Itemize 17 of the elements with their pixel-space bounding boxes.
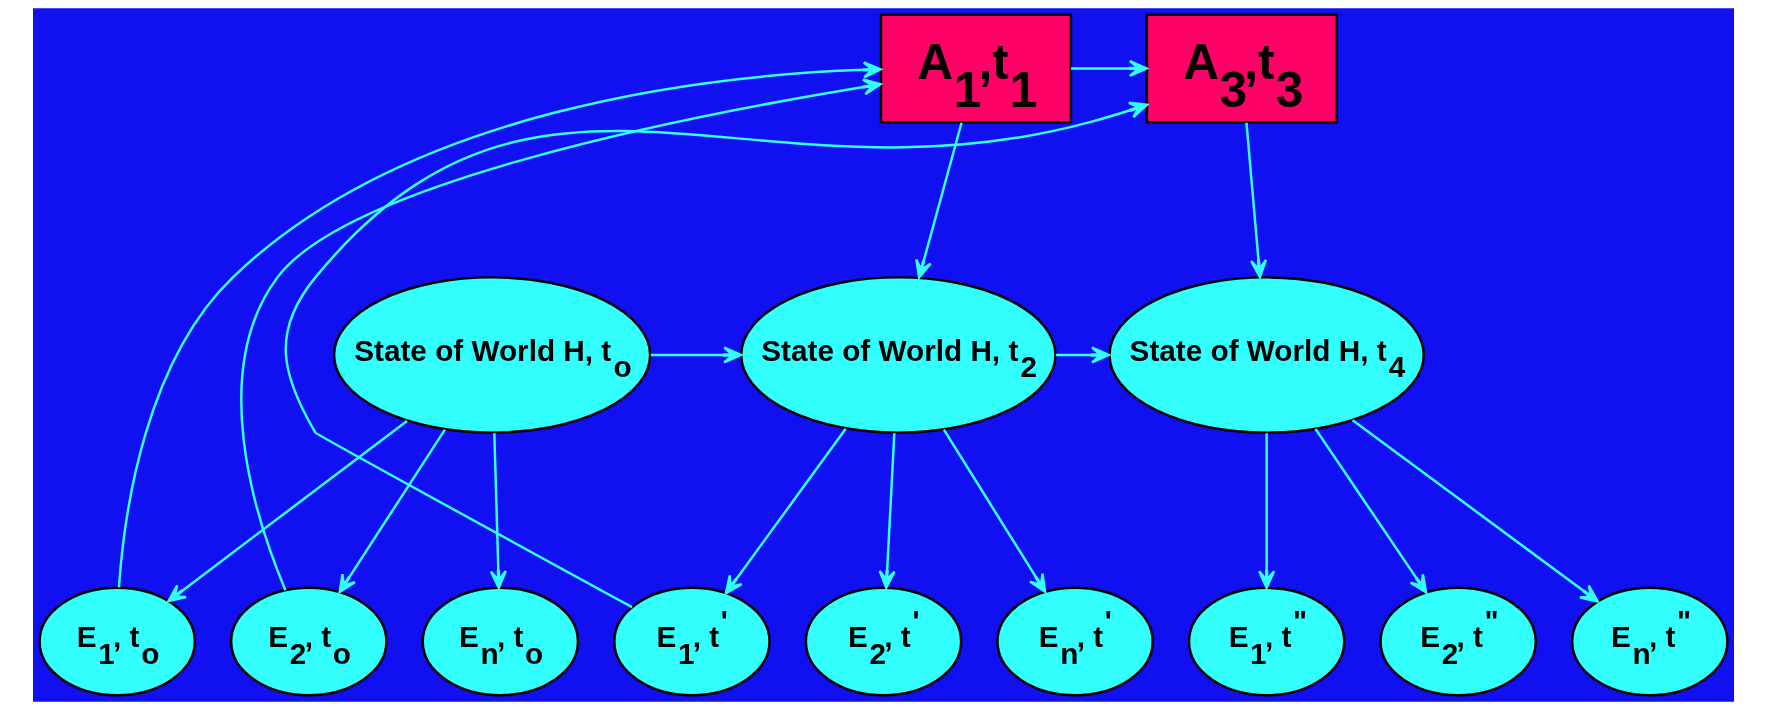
arrow [650, 346, 742, 364]
arrow [117, 61, 882, 588]
arrow [1257, 433, 1275, 590]
arrow [239, 78, 882, 591]
arrow [1313, 428, 1427, 594]
arrow [724, 428, 847, 595]
arrow [284, 101, 1148, 609]
arrow [1055, 346, 1110, 364]
arrow [877, 433, 896, 590]
arrow [166, 419, 408, 603]
arrow [1244, 122, 1267, 279]
arrow [942, 428, 1046, 593]
arrow [1351, 419, 1599, 603]
arrow [914, 122, 963, 279]
arrow [1070, 59, 1148, 78]
arrow [489, 433, 507, 590]
arrow [338, 428, 446, 594]
